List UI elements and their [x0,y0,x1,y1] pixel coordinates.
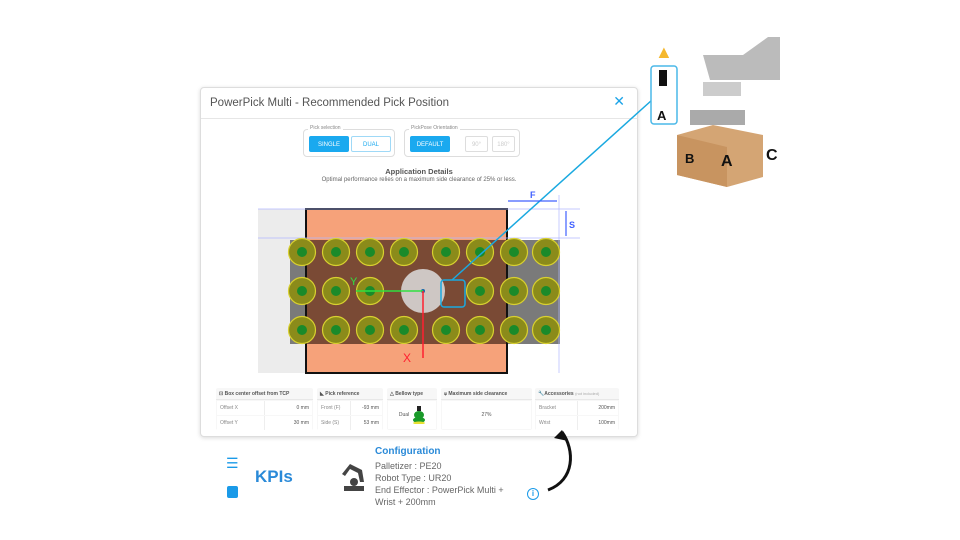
y-axis-label: Y [350,276,358,288]
suction-cup-center [297,247,307,257]
180-button[interactable]: 180° [492,136,515,152]
table-row: Wrist 100mm [536,416,618,430]
warning-icon: ▲ [655,42,673,62]
offset-icon: ⊡ [219,391,225,397]
end-effector-line: End Effector : PowerPick Multi + [375,485,504,495]
single-button[interactable]: SINGLE [309,136,349,152]
front-label: Front (F) [321,405,341,411]
suction-cup-center [297,325,307,335]
suction-cup-center [331,247,341,257]
illus-label-a: A [721,153,733,170]
table-row: Side (S) 53 mm [318,416,382,430]
illus-label-c: C [766,147,778,164]
suction-cup-center [475,247,485,257]
suction-cup-center [509,325,519,335]
pick-reference-icon: ◣ [320,391,326,397]
dual-button[interactable]: DUAL [351,136,391,152]
bellow-icon [413,406,426,424]
configuration-details: Palletizer : PE20 Robot Type : UR20 End … [375,460,504,508]
offset-x-label: Offset X [220,405,238,411]
table-row: Front (F) -93 mm [318,401,382,415]
suction-cup-center [441,247,451,257]
side-label: Side (S) [321,420,340,426]
application-details-subtitle: Optimal performance relies on a maximum … [321,177,517,183]
document-icon[interactable] [227,486,238,498]
table-row: Offset X 0 mm [217,401,312,415]
pickpose-label: PickPose Orientation [409,125,460,131]
x-axis-label: X [403,351,411,365]
wrist-value: 100mm [576,416,619,430]
clearance-value: 27% [442,401,531,429]
suction-cup-center [365,325,375,335]
dialog-title: PowerPick Multi - Recommended Pick Posit… [210,97,450,109]
pickpose-orientation-group: PickPose Orientation DEFAULT 90° 180° [404,125,520,157]
bellow-title: Bellow type [395,391,424,397]
application-details-title: Application Details [385,167,453,176]
suction-cup-center [509,286,519,296]
accessories-card: 🔧Accessories (not included) Bracket 200mm… [535,388,619,430]
bellow-value: Dual [398,412,410,418]
info-icon[interactable]: i [527,488,539,500]
suction-cup-center [475,325,485,335]
offset-card: ⊡ Box center offset from TCP Offset X 0 m… [216,388,313,430]
table-row: Offset Y 30 mm [217,416,312,430]
bracket-value: 200mm [576,401,619,415]
front-value: -93 mm [349,401,383,415]
suction-cup-center [541,325,551,335]
offset-y-label: Offset Y [220,420,238,426]
suction-cup-center [399,325,409,335]
table-row: Bracket 200mm [536,401,618,415]
suction-cup-center [365,247,375,257]
pick-selection-label: Pick selection [308,125,343,131]
offset-x-value: 0 mm [264,401,312,415]
suction-cup-center [441,325,451,335]
suction-cup-center [331,286,341,296]
suction-cup-center [475,286,485,296]
kpis-label[interactable]: KPIs [255,467,293,486]
illus-label-b: B [685,151,694,166]
suction-cup-center [331,325,341,335]
robot-type-line: Robot Type : UR20 [375,473,452,483]
offset-title: Box center offset from TCP [224,391,290,397]
dim-f-label: F [530,190,536,200]
suction-cup-center [541,286,551,296]
accessories-note: (not included) [575,391,600,396]
close-icon[interactable]: ✕ [613,93,625,109]
pick-reference-card: ◣ Pick reference Front (F) -93 mm Side (S… [317,388,383,430]
end-effector-line-2: Wrist + 200mm [375,497,436,507]
clearance-icon: ⍦ [444,391,449,397]
90-button[interactable]: 90° [465,136,488,152]
robot-illustration: ▲ A B A C [650,37,780,187]
configuration-title: Configuration [375,446,441,457]
bracket-label: Bracket [539,405,556,411]
default-button[interactable]: DEFAULT [410,136,450,152]
suction-cup-center [509,247,519,257]
filters-icon[interactable]: ☰ [226,455,239,471]
robot-arm-icon [342,464,364,491]
palletizer-line: Palletizer : PE20 [375,461,442,471]
bellow-type-card: △ Bellow type Dual [387,388,437,430]
accessories-title: Accessories [544,391,574,397]
wrench-icon: 🔧 [538,391,545,397]
pick-selection-group: Pick selection SINGLE DUAL [303,125,395,157]
clearance-title: Maximum side clearance [448,391,508,397]
side-value: 53 mm [349,416,383,430]
warning-triangle-icon: △ [390,391,396,397]
suction-cup-center [399,247,409,257]
offset-y-value: 30 mm [264,416,312,430]
suction-cup-center [297,286,307,296]
divider [201,118,637,119]
dim-s-label: S [569,220,575,230]
illus-label-a-small: A [657,108,667,123]
wrist-label: Wrist [539,420,551,426]
clearance-card: ⍦ Maximum side clearance 27% [441,388,532,430]
callout-line [451,99,653,281]
pick-reference-title: Pick reference [325,391,360,397]
suction-cup-center [541,247,551,257]
